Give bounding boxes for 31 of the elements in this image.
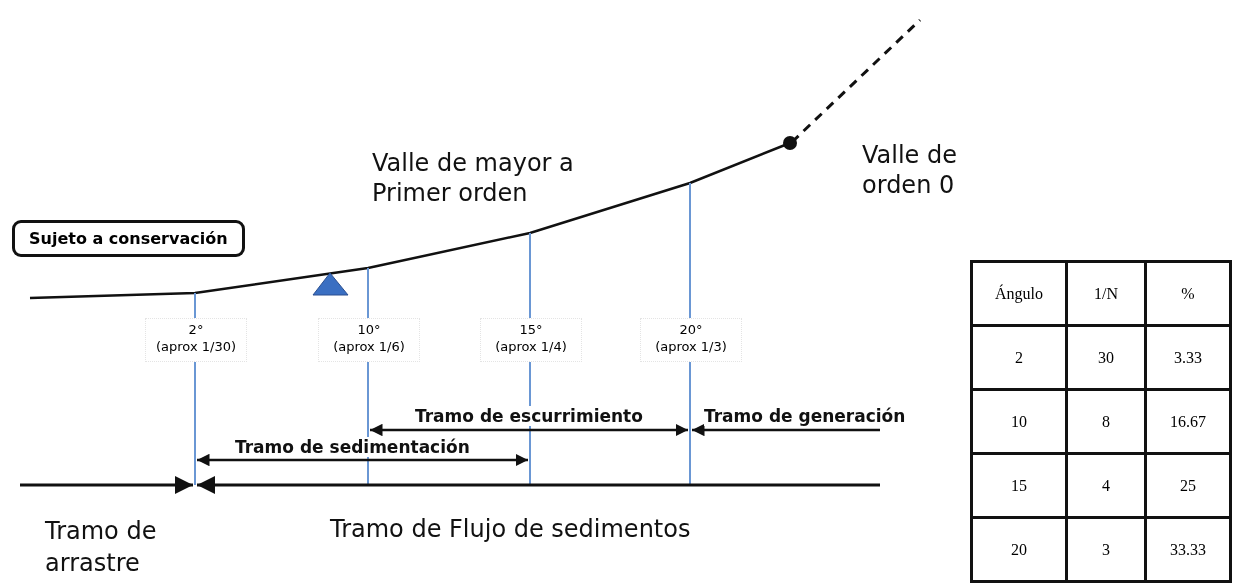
section-label: Tramo de generación <box>704 406 906 426</box>
slope-label: (aprox 1/30) <box>155 338 237 355</box>
table-cell: 8 <box>1066 389 1146 454</box>
angle-label: 15° <box>518 321 544 338</box>
slope-label: (aprox 1/4) <box>494 338 568 355</box>
table-cell: 3 <box>1066 517 1146 582</box>
table-cell: 1/N <box>1066 261 1146 326</box>
table-cell: 20 <box>971 517 1067 582</box>
section-label: Tramo de Flujo de sedimentos <box>330 515 691 543</box>
callout-box: Sujeto a conservación <box>12 220 245 257</box>
section-label: Valle de orden 0 <box>862 140 958 200</box>
table-cell: 2 <box>971 325 1067 390</box>
section-label: Tramo de escurrimiento <box>415 406 643 426</box>
slope-label: (aprox 1/3) <box>654 338 728 355</box>
table-cell: 30 <box>1066 325 1146 390</box>
table-cell: 16.67 <box>1145 389 1231 454</box>
table-cell: 15 <box>971 453 1067 518</box>
section-label: Valle de mayor a Primer orden <box>372 148 575 208</box>
section-label: Tramo de arrastre <box>45 516 158 579</box>
section-label: Tramo de sedimentación <box>235 437 470 457</box>
table-cell: 25 <box>1145 453 1231 518</box>
angle-label: 2° <box>187 321 205 338</box>
table-cell: % <box>1145 261 1231 326</box>
angle-label: 20° <box>678 321 704 338</box>
table-cell: 33.33 <box>1145 517 1231 582</box>
table-cell: 4 <box>1066 453 1146 518</box>
table-cell: Ángulo <box>971 261 1067 326</box>
table-cell: 10 <box>971 389 1067 454</box>
slope-label: (aprox 1/6) <box>332 338 406 355</box>
angle-label: 10° <box>356 321 382 338</box>
table-cell: 3.33 <box>1145 325 1231 390</box>
